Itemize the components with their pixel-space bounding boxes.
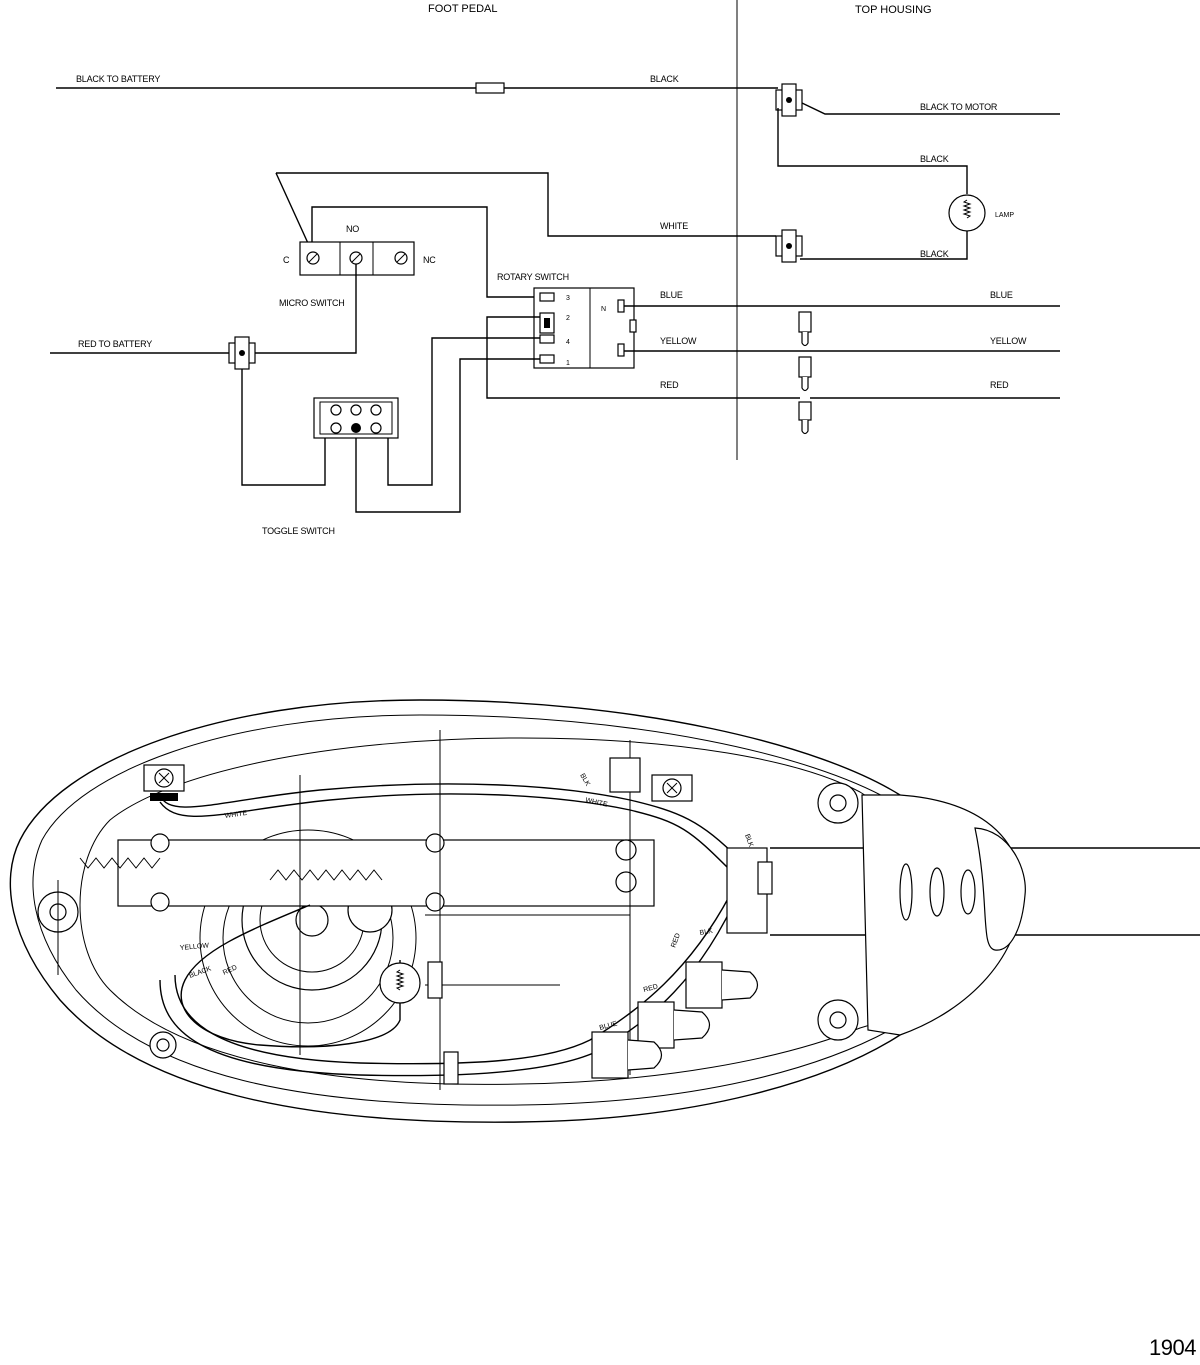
label-red-to-battery: RED TO BATTERY bbox=[78, 339, 152, 349]
wire-micro-c-to-rotary bbox=[311, 206, 534, 298]
connector-red-junction bbox=[228, 336, 256, 370]
label-yellow-right: YELLOW bbox=[990, 336, 1027, 346]
nose-button bbox=[974, 827, 1026, 951]
gear-rack-arm bbox=[117, 839, 655, 907]
wire-harness-upper-2 bbox=[159, 793, 731, 871]
wire-rotary-2 bbox=[486, 316, 800, 399]
housing-lamp bbox=[379, 962, 421, 1004]
connector-black-junction bbox=[775, 83, 803, 117]
rotary-label-n: N bbox=[601, 306, 606, 313]
top-housing-header: TOP HOUSING bbox=[855, 4, 932, 16]
hl-blk-3: BLK bbox=[743, 833, 754, 848]
micro-label-c: C bbox=[283, 255, 290, 265]
wire-black-lamp-upper bbox=[777, 108, 968, 194]
label-blue-right: BLUE bbox=[990, 290, 1013, 300]
motor-housing bbox=[199, 829, 417, 1047]
fuse bbox=[475, 82, 505, 94]
wire-white bbox=[276, 172, 776, 237]
label-red-right: RED bbox=[990, 380, 1009, 390]
hl-red-2: RED bbox=[643, 983, 659, 994]
wire-rotary-1 bbox=[355, 358, 540, 513]
housing-terminal-right bbox=[651, 774, 693, 802]
white-wire-clip bbox=[609, 757, 641, 793]
label-blue-left: BLUE bbox=[660, 290, 683, 300]
wire-harness-upper bbox=[159, 783, 741, 861]
hl-blk-1: BLK bbox=[578, 773, 591, 788]
hl-white-2: WHITE bbox=[585, 797, 609, 809]
vent-slot-1 bbox=[899, 863, 913, 921]
micro-label-nc: NC bbox=[423, 255, 436, 265]
housing-terminal-left bbox=[143, 764, 185, 801]
hl-black: BLACK bbox=[188, 965, 212, 980]
rotary-pin-4: 4 bbox=[566, 339, 570, 346]
label-black-to-motor: BLACK TO MOTOR bbox=[920, 102, 998, 112]
mount-post-bottom-left bbox=[149, 1031, 177, 1059]
wire-c-diagonal bbox=[275, 172, 313, 253]
top-housing-illustration: WHITE WHITE BLACK RED RED RED YELLOW BLU… bbox=[9, 699, 1200, 1123]
mount-post-top-right bbox=[817, 782, 859, 824]
gear-rack-teeth bbox=[79, 857, 383, 881]
wire-rotary-4 bbox=[387, 337, 540, 486]
connector-white-junction bbox=[775, 229, 803, 263]
toggle-switch bbox=[313, 397, 399, 439]
wire-black-to-motor bbox=[801, 102, 1060, 115]
rotary-pin-3: 3 bbox=[566, 295, 570, 302]
rotary-pin-2: 2 bbox=[566, 315, 570, 322]
hl-red-1: RED bbox=[222, 964, 238, 977]
housing-inner-tray bbox=[79, 737, 886, 1085]
housing-bullet-connector-3 bbox=[591, 1031, 663, 1079]
schematic: FOOT PEDAL TOP HOUSING BLACK TO BATTERY … bbox=[50, 0, 1060, 536]
housing-outer-shell bbox=[9, 699, 901, 1123]
cable-tie bbox=[757, 861, 773, 895]
mount-post-bottom-right bbox=[817, 999, 859, 1041]
wire-harness-lower bbox=[159, 889, 741, 1077]
rotary-switch bbox=[533, 287, 637, 369]
hl-blk-2: BLK bbox=[699, 928, 714, 937]
bullet-connector-red bbox=[798, 401, 812, 435]
vent-slot-2 bbox=[929, 867, 945, 917]
label-black-to-battery: BLACK TO BATTERY bbox=[76, 74, 160, 84]
hl-red-3: RED bbox=[670, 932, 682, 948]
vent-slot-3 bbox=[960, 869, 976, 915]
label-black-lamp-lower: BLACK bbox=[920, 249, 949, 259]
micro-label-no: NO bbox=[346, 224, 359, 234]
wire-red-to-micro-no bbox=[255, 264, 357, 354]
hl-yellow: YELLOW bbox=[180, 942, 210, 952]
frame-rails bbox=[299, 730, 631, 1090]
wire-red-to-toggle bbox=[241, 369, 326, 486]
bullet-connector-blue bbox=[798, 311, 812, 347]
micro-switch bbox=[299, 241, 415, 276]
lamp-bracket bbox=[427, 961, 443, 999]
label-red-left: RED bbox=[660, 380, 679, 390]
wire-black-lamp-lower bbox=[800, 231, 968, 260]
lamp bbox=[948, 194, 986, 232]
bullet-connector-yellow bbox=[798, 356, 812, 392]
label-lamp: LAMP bbox=[995, 212, 1014, 219]
housing-bullet-connector-1 bbox=[685, 961, 759, 1009]
wire-harness-loop bbox=[180, 904, 401, 1048]
hl-blue: BLUE bbox=[599, 1020, 619, 1032]
rotary-pin-1: 1 bbox=[566, 360, 570, 367]
label-white: WHITE bbox=[660, 221, 688, 231]
foot-pedal-header: FOOT PEDAL bbox=[428, 3, 497, 15]
housing-inner-shell bbox=[32, 714, 891, 1106]
label-black-top: BLACK bbox=[650, 74, 679, 84]
frame-clamp bbox=[443, 1051, 459, 1085]
label-rotary-switch: ROTARY SWITCH bbox=[497, 272, 569, 282]
figure-number: 1904 bbox=[1149, 1335, 1196, 1360]
label-yellow-left: YELLOW bbox=[660, 336, 697, 346]
label-micro-switch: MICRO SWITCH bbox=[279, 298, 345, 308]
mount-post-left bbox=[37, 880, 79, 975]
label-black-lamp-upper: BLACK bbox=[920, 154, 949, 164]
label-toggle-switch: TOGGLE SWITCH bbox=[262, 526, 335, 536]
hl-white-1: WHITE bbox=[224, 810, 248, 820]
